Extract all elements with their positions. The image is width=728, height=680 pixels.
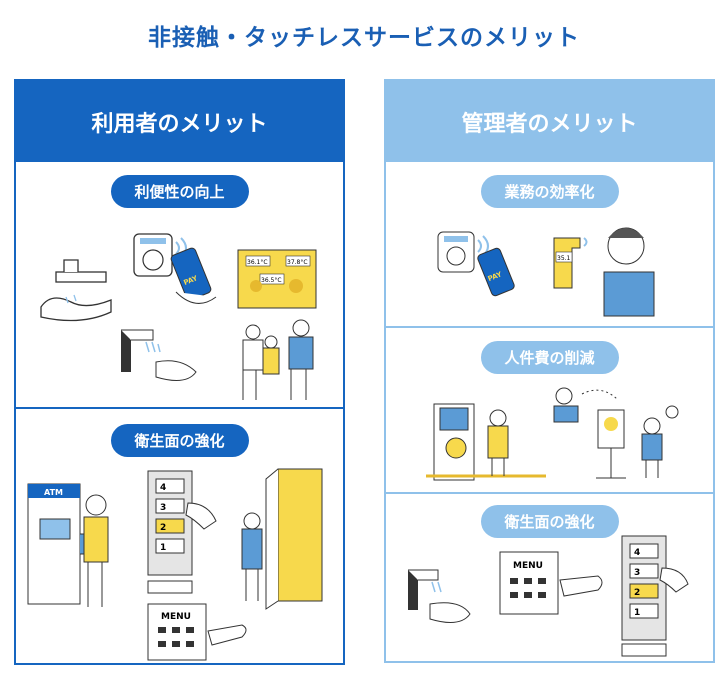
floor-4: 4: [634, 548, 640, 558]
atm-label: ATM: [44, 488, 63, 497]
menu-touch-icon: MENU: [147, 603, 247, 661]
floor-1: 1: [160, 543, 166, 553]
thermo-reading: 35.1: [557, 255, 571, 262]
menu-touch-icon: MENU: [499, 551, 603, 615]
efficiency-illustration: PAY 35.1: [437, 227, 655, 317]
auto-faucet-icon: [408, 569, 471, 624]
thermal-screen-icon: 36.1°C 37.8°C 36.5°C: [237, 249, 317, 309]
shopper-icon: [487, 409, 509, 476]
auto-faucet-icon: [121, 329, 197, 382]
faucet-hands-icon: [40, 259, 112, 322]
card-reader-icon: [133, 233, 187, 277]
user-benefits-heading: 利用者のメリット: [16, 81, 343, 162]
elevator-panel-icon: 4 3 2 1: [147, 470, 217, 594]
man-face-icon: [603, 227, 655, 317]
admin-benefits-heading: 管理者のメリット: [386, 81, 713, 162]
menu-label-admin: MENU: [513, 561, 543, 571]
efficiency-label: 業務の効率化: [480, 175, 619, 208]
labor-cost-label: 人件費の削減: [480, 341, 619, 374]
phone-pay-icon: PAY: [170, 247, 217, 304]
thermo-label-2: 37.8°C: [287, 259, 308, 266]
hygiene-label-admin: 衛生面の強化: [480, 505, 619, 538]
convenience-section: 利便性の向上 PAY: [16, 162, 343, 407]
floor-1: 1: [634, 608, 640, 618]
convenience-label: 利便性の向上: [110, 175, 249, 208]
user-benefits-panel: 利用者のメリット 利便性の向上 PAY: [14, 79, 345, 665]
family-people-icon: [242, 319, 314, 400]
thermo-label-3: 36.5°C: [261, 277, 282, 284]
efficiency-section: 業務の効率化 PAY 35.1: [386, 162, 713, 326]
phone-pay-icon: PAY: [477, 247, 515, 297]
hygiene-user-illustration: ATM 4 3 2 1: [27, 468, 323, 661]
hygiene-section-user: 衛生面の強化 ATM 4 3 2: [16, 409, 343, 665]
person-atm-icon: [83, 494, 109, 607]
labor-cost-illustration: [426, 387, 679, 481]
elevator-panel-icon: 4 3 2 1: [621, 535, 689, 657]
floor-3: 3: [160, 503, 166, 513]
traveler-icon: [641, 405, 679, 478]
video-kiosk-icon: [596, 409, 626, 479]
temperature-kiosk-icon: 35.1: [553, 237, 588, 289]
floor-3: 3: [634, 568, 640, 578]
floor-2: 2: [634, 588, 640, 598]
floor-4: 4: [160, 483, 166, 493]
remote-operator-icon: [553, 387, 619, 423]
hygiene-label-user: 衛生面の強化: [110, 424, 249, 457]
thermo-label-1: 36.1°C: [247, 259, 268, 266]
door-icon: [241, 468, 323, 610]
menu-label-user: MENU: [161, 612, 191, 622]
convenience-illustration: PAY 36.1°C 37.8°C 36.5°C: [40, 233, 317, 400]
self-checkout-kiosk-icon: [426, 403, 546, 481]
hygiene-admin-illustration: MENU 4 3 2 1: [408, 535, 689, 657]
admin-benefits-panel: 管理者のメリット 業務の効率化 PAY 35.1: [384, 79, 715, 663]
page-title: 非接触・タッチレスサービスのメリット: [148, 25, 580, 51]
labor-cost-section: 人件費の削減: [386, 328, 713, 492]
floor-2: 2: [160, 523, 166, 533]
hygiene-section-admin: 衛生面の強化 MENU 4 3 2 1: [386, 494, 713, 661]
